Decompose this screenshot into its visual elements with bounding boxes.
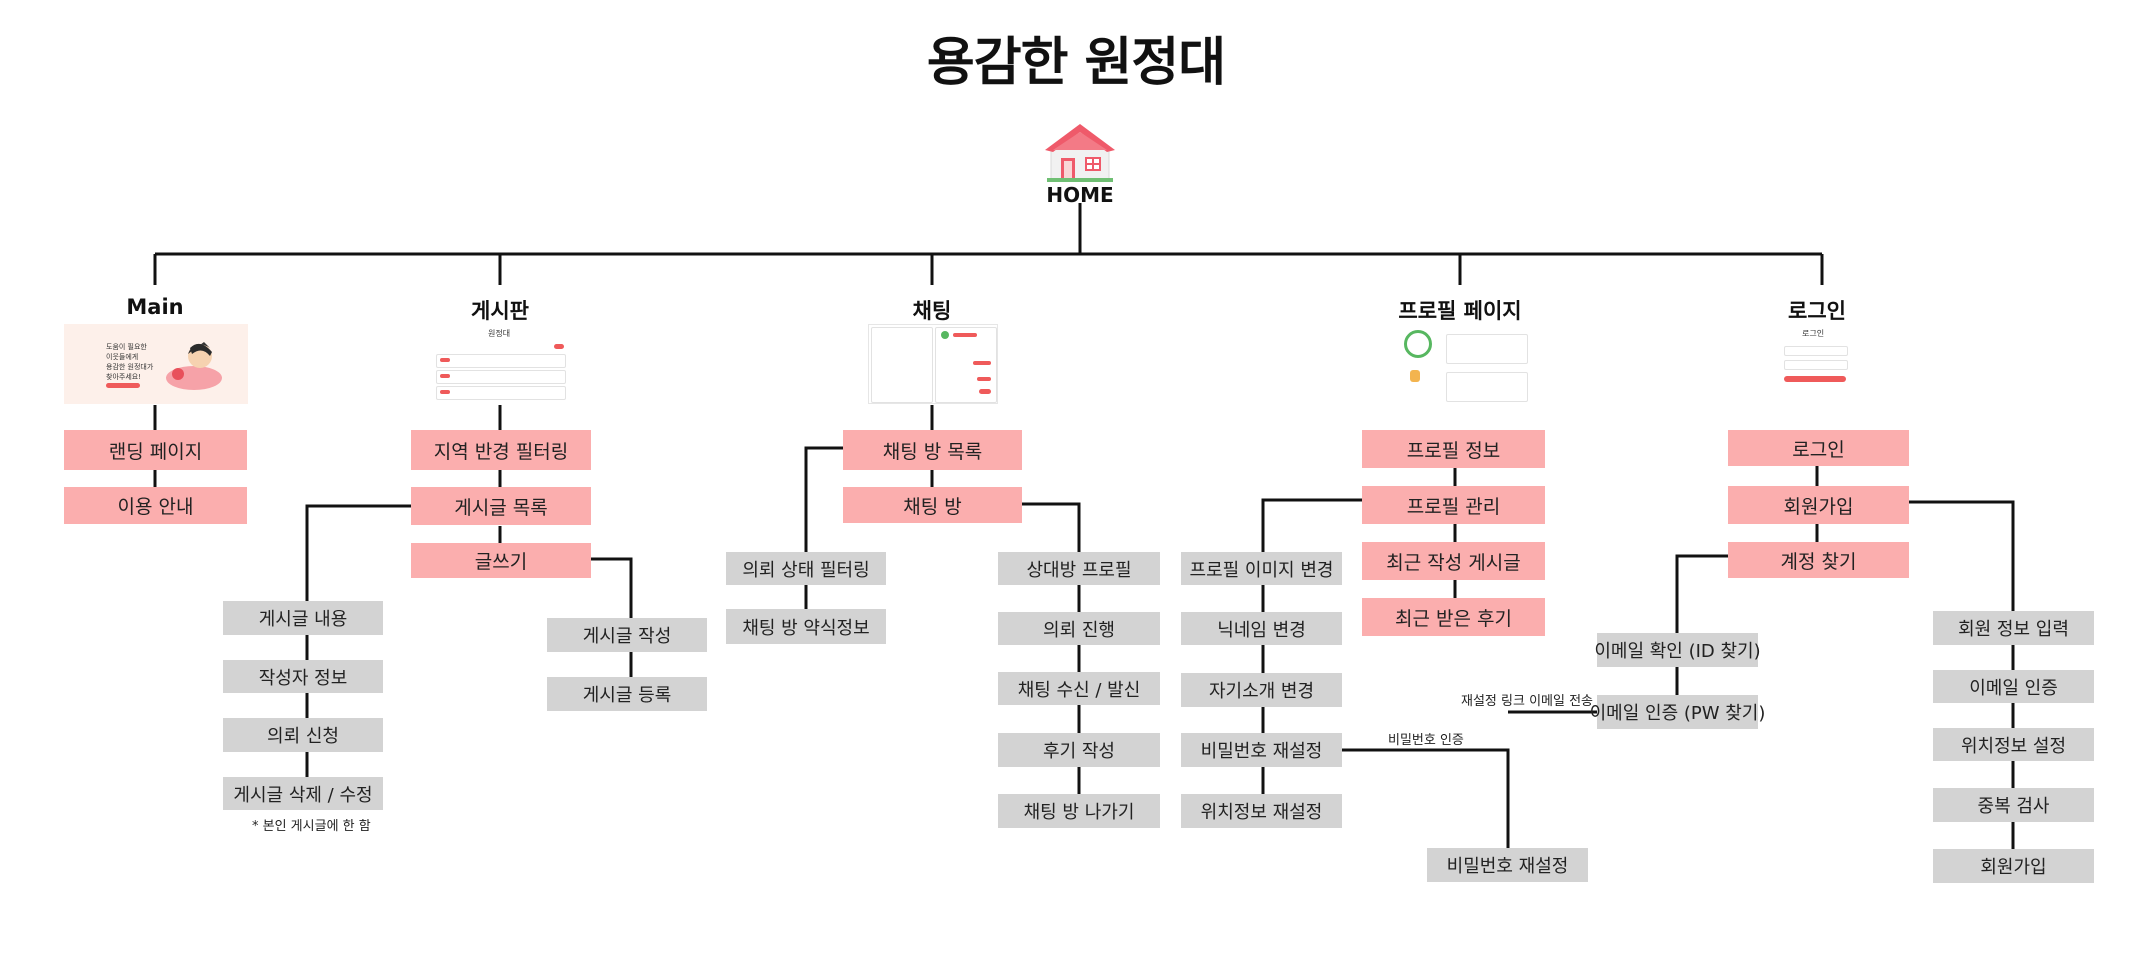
chat-thumbnail [868,324,998,404]
node-change-profile-image: 프로필 이미지 변경 [1181,552,1342,585]
page-title: 용감한 원정대 [926,33,1226,93]
home-label: HOME [1046,183,1114,207]
node-sign-up: 회원가입 [1728,486,1909,524]
node-chat-room-list: 채팅 방 목록 [843,430,1022,470]
node-email-verification: 이메일 인증 [1933,670,2094,703]
node-password-reset-final: 비밀번호 재설정 [1427,848,1588,882]
section-title-chat: 채팅 [912,299,952,323]
node-chat-room-summary: 채팅 방 약식정보 [726,609,886,644]
node-post-compose: 게시글 작성 [547,618,707,652]
node-write-post: 글쓰기 [411,543,591,578]
node-email-verify-pw: 이메일 인증 (PW 찾기) [1590,695,1765,729]
password-auth-note: 비밀번호 인증 [1388,733,1464,748]
node-leave-chat-room: 채팅 방 나가기 [998,794,1160,828]
node-landing-page: 랜딩 페이지 [64,430,247,470]
house-icon [1045,124,1115,182]
section-title-login: 로그인 [1788,299,1846,323]
node-member-info-input: 회원 정보 입력 [1933,611,2094,645]
node-reset-password: 비밀번호 재설정 [1181,733,1342,767]
main-thumbnail: 도움이 필요한 이웃들에게 용감한 원정대가 찾아주세요! [64,324,248,404]
login-thumbnail: 로그인 [1780,324,1852,396]
node-change-intro: 자기소개 변경 [1181,673,1342,707]
node-recent-posts: 최근 작성 게시글 [1362,542,1545,580]
node-find-account: 계정 찾기 [1728,542,1909,578]
own-post-note: * 본인 게시글에 한 함 [252,819,371,834]
node-reset-location: 위치정보 재설정 [1181,794,1342,828]
node-post-list: 게시글 목록 [411,487,591,525]
node-chat-send-receive: 채팅 수신 / 발신 [998,672,1160,705]
node-location-setting: 위치정보 설정 [1933,728,2094,761]
section-title-board: 게시판 [471,299,529,323]
node-usage-guide: 이용 안내 [64,487,247,524]
node-login: 로그인 [1728,430,1909,466]
node-sign-up-complete: 회원가입 [1933,849,2094,883]
node-post-content: 게시글 내용 [223,601,383,635]
node-request-progress: 의뢰 진행 [998,612,1160,645]
node-profile-manage: 프로필 관리 [1362,486,1545,524]
section-title-main: Main [126,295,184,319]
node-change-nickname: 닉네임 변경 [1181,612,1342,645]
node-profile-info: 프로필 정보 [1362,430,1545,468]
profile-thumbnail [1400,324,1530,404]
node-post-edit-delete: 게시글 삭제 / 수정 [223,777,383,810]
node-write-review: 후기 작성 [998,733,1160,767]
node-post-register: 게시글 등록 [547,677,707,711]
reset-link-note: 재설정 링크 이메일 전송 [1461,694,1593,709]
node-region-filter: 지역 반경 필터링 [411,430,591,470]
node-request-apply: 의뢰 신청 [223,718,383,752]
node-recent-reviews: 최근 받은 후기 [1362,598,1545,636]
node-email-check-id: 이메일 확인 (ID 찾기) [1594,633,1761,667]
node-author-info: 작성자 정보 [223,660,383,693]
board-thumbnail: 원정대 [432,324,568,402]
section-title-profile: 프로필 페이지 [1398,299,1522,323]
character-illustration [166,342,222,390]
node-chat-room: 채팅 방 [843,487,1022,523]
node-duplicate-check: 중복 검사 [1933,788,2094,822]
node-partner-profile: 상대방 프로필 [998,552,1160,585]
node-request-status-filter: 의뢰 상태 필터링 [726,552,886,585]
